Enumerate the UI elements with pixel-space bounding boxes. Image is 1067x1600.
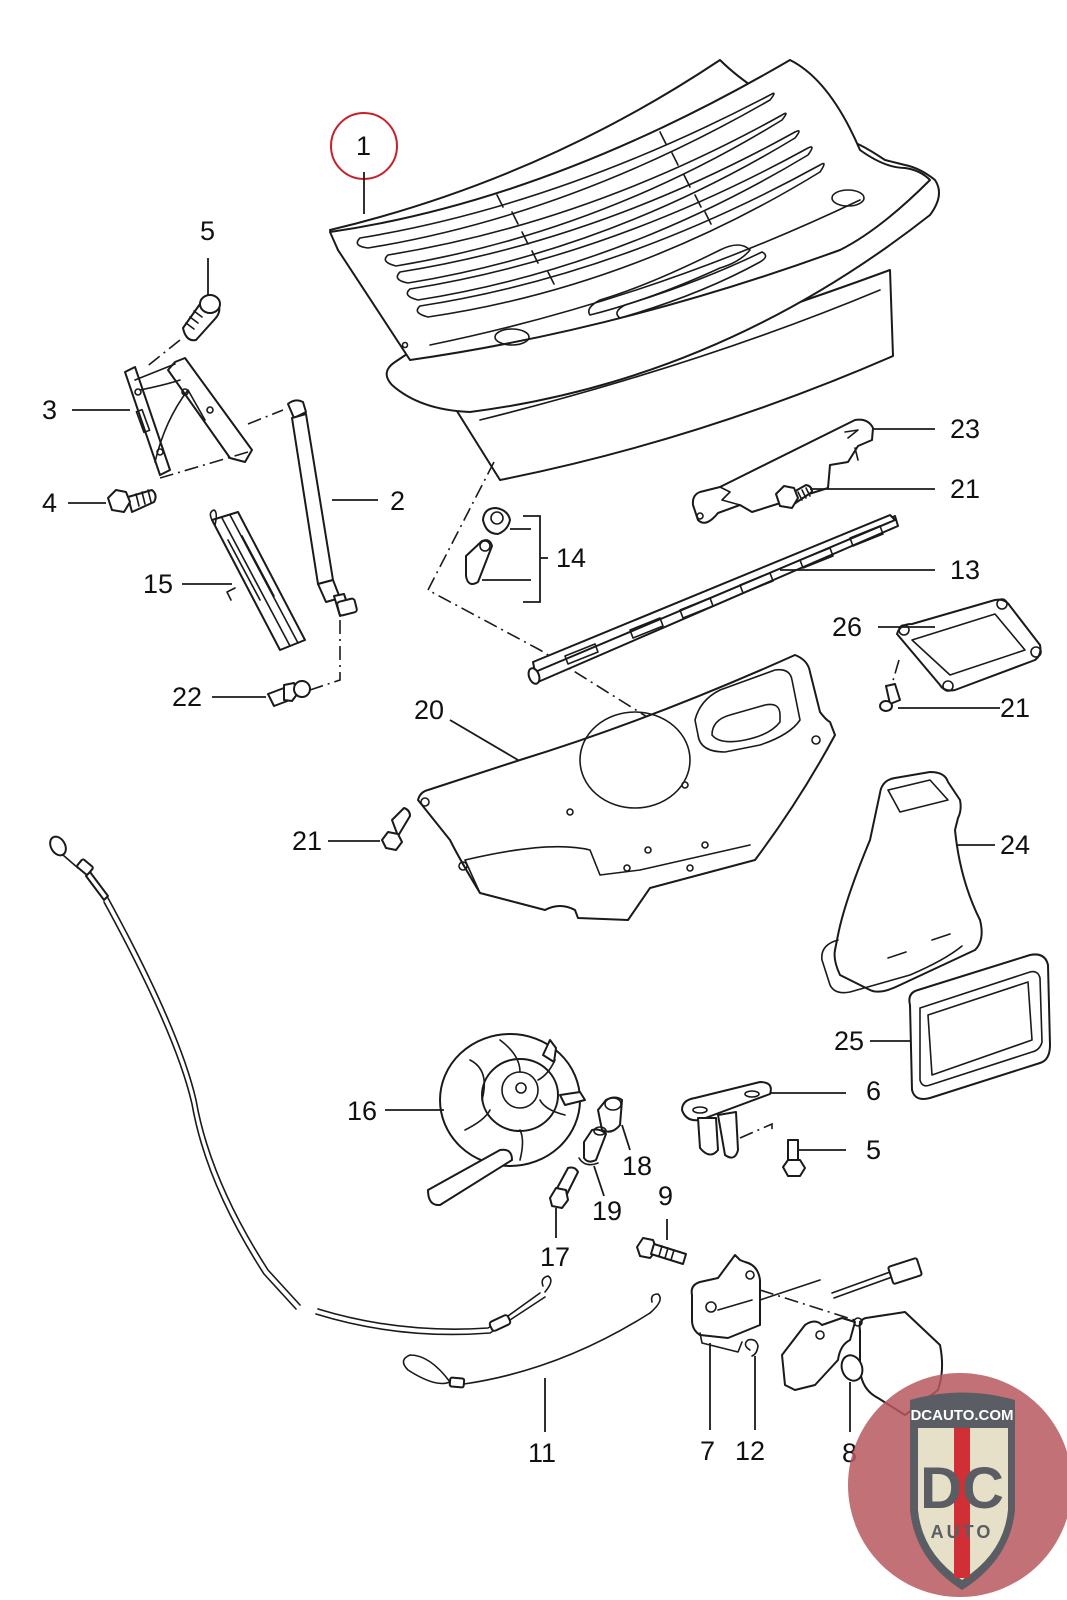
callout-20[interactable]: 20 [414,695,444,725]
callout-5-lower[interactable]: 5 [866,1135,881,1165]
part-7-latch[interactable]: 7 [690,1254,821,1466]
callout-18[interactable]: 18 [622,1151,652,1181]
callout-4[interactable]: 4 [42,488,57,518]
part-6-striker[interactable]: 6 [681,1076,881,1159]
callout-6[interactable]: 6 [866,1076,881,1106]
part-15-channel[interactable]: 15 [143,509,306,651]
callout-14[interactable]: 14 [556,543,586,573]
part-5-bolt-upper[interactable]: 5 [182,216,221,342]
callout-15[interactable]: 15 [143,569,173,599]
part-13-seal-strip[interactable]: 13 [527,514,980,685]
part-12-circlip[interactable]: 12 [735,1338,765,1466]
callout-24[interactable]: 24 [1000,830,1030,860]
callout-1[interactable]: 1 [356,131,371,161]
callout-16[interactable]: 16 [347,1096,377,1126]
part-9-bolt[interactable]: 9 [636,1181,687,1265]
watermark-subtitle: AUTO [931,1522,994,1542]
callout-23[interactable]: 23 [950,414,980,444]
part-21-bolt-upper[interactable]: 21 [775,474,980,509]
part-18-grommet[interactable]: 18 [597,1096,652,1182]
part-21-bolt-right[interactable]: 21 [879,683,1030,723]
callout-13[interactable]: 13 [950,555,980,585]
release-cable[interactable] [47,834,552,1336]
callout-21-left[interactable]: 21 [292,826,322,856]
callout-12[interactable]: 12 [735,1436,765,1466]
part-1-engine-lid-grille[interactable]: 1 [329,59,940,481]
callout-3[interactable]: 3 [42,395,57,425]
part-22-ball-stud[interactable]: 22 [172,680,311,712]
part-21-bolt-left[interactable]: 21 [292,807,411,856]
watermark-monogram: DC [920,1456,1004,1521]
callout-21-right[interactable]: 21 [1000,693,1030,723]
part-14-clip-set[interactable]: 14 [465,507,586,603]
watermark-site-text: DCAUTO.COM [910,1407,1013,1424]
part-2-gas-strut[interactable]: 2 [287,399,405,617]
callout-17[interactable]: 17 [540,1242,570,1272]
callout-21-upper[interactable]: 21 [950,474,980,504]
callout-25[interactable]: 25 [834,1026,864,1056]
part-20-shroud-panel[interactable]: 20 [414,654,836,921]
part-19-sleeve[interactable]: 19 [578,1126,622,1226]
callout-11[interactable]: 11 [528,1438,556,1468]
part-23-bracket[interactable]: 23 [691,414,980,524]
part-11-emergency-cable[interactable]: 11 [402,1293,661,1468]
watermark-stripe [954,1428,970,1578]
part-4-bolt[interactable]: 4 [42,488,157,518]
callout-26[interactable]: 26 [832,612,862,642]
part-3-hinge[interactable]: 3 [42,357,253,476]
callout-7[interactable]: 7 [700,1436,715,1466]
callout-19[interactable]: 19 [592,1196,622,1226]
part-5-bolt-lower[interactable]: 5 [782,1135,881,1177]
part-26-gasket-frame[interactable]: 26 [832,598,1042,692]
dcauto-watermark: DCAUTO.COM DC AUTO [848,1373,1067,1597]
callout-5-upper[interactable]: 5 [200,216,215,246]
part-24-air-duct[interactable]: 24 [821,771,1030,994]
callout-22[interactable]: 22 [172,682,202,712]
callout-9[interactable]: 9 [658,1181,673,1211]
part-17-bolt[interactable]: 17 [540,1166,579,1273]
actuator-connector[interactable] [831,1257,923,1299]
part-25-duct-seal[interactable]: 25 [834,953,1051,1100]
callout-2[interactable]: 2 [390,486,405,516]
part-16-fan[interactable]: 16 [347,1033,586,1207]
